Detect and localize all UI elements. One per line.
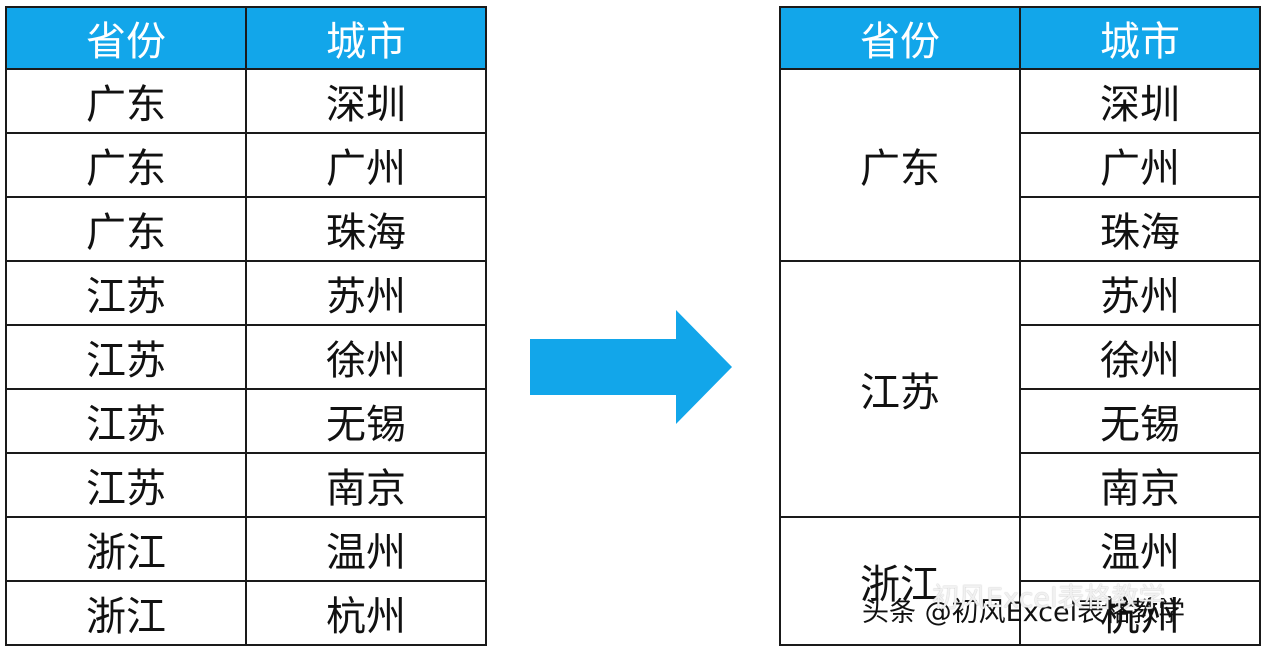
table-row: 南京 xyxy=(780,452,1261,518)
table-row: 浙江 温州 xyxy=(5,516,487,582)
header-province: 省份 xyxy=(779,6,1021,70)
city-cell: 温州 xyxy=(245,516,487,582)
city-cell: 广州 xyxy=(1019,132,1261,198)
city-cell: 苏州 xyxy=(1019,260,1261,326)
header-row: 省份 城市 xyxy=(5,6,487,70)
city-cell: 深圳 xyxy=(245,68,487,134)
merged-province-cell: 广东 xyxy=(779,68,1021,262)
table-row: 无锡 xyxy=(780,388,1261,454)
province-cell: 广东 xyxy=(5,68,247,134)
watermark: 初风Excel表格教学 头条 @初风Excel表格教学 xyxy=(862,583,1186,629)
table-row: 广东 珠海 xyxy=(5,196,487,262)
province-cell: 江苏 xyxy=(5,324,247,390)
table-row: 江苏 南京 xyxy=(5,452,487,518)
city-cell: 杭州 xyxy=(1019,580,1261,646)
table-row: 杭州 xyxy=(780,580,1261,646)
province-cell: 广东 xyxy=(5,196,247,262)
header-province: 省份 xyxy=(5,6,247,70)
merged-table: 省份 城市 广东 深圳 广州 珠海 江苏 苏州 徐州 无锡 南京 浙江 温州 xyxy=(779,6,1261,646)
watermark-ghost: 初风Excel表格教学 xyxy=(932,583,1166,614)
table-row: 江苏 苏州 xyxy=(5,260,487,326)
watermark-text: 头条 @初风Excel表格教学 xyxy=(862,597,1186,628)
province-cell: 江苏 xyxy=(5,452,247,518)
table-row: 珠海 xyxy=(780,196,1261,262)
city-cell: 深圳 xyxy=(1019,68,1261,134)
header-city: 城市 xyxy=(245,6,487,70)
table-row: 浙江 温州 xyxy=(779,516,1261,646)
right-arrow-icon xyxy=(530,310,732,424)
city-cell: 南京 xyxy=(245,452,487,518)
merged-province-cell: 江苏 xyxy=(779,260,1021,518)
province-cell: 江苏 xyxy=(5,260,247,326)
city-cell: 珠海 xyxy=(245,196,487,262)
merged-province-cell: 浙江 xyxy=(779,516,1021,646)
table-row: 江苏 无锡 xyxy=(5,388,487,454)
city-cell: 南京 xyxy=(1019,452,1261,518)
city-cell: 徐州 xyxy=(1019,324,1261,390)
table-row: 广东 深圳 xyxy=(779,68,1261,262)
header-row: 省份 城市 xyxy=(779,6,1261,70)
table-row: 广东 深圳 xyxy=(5,68,487,134)
province-cell: 广东 xyxy=(5,132,247,198)
city-cell: 珠海 xyxy=(1019,196,1261,262)
table-row: 徐州 xyxy=(780,324,1261,390)
header-city: 城市 xyxy=(1019,6,1261,70)
city-cell: 温州 xyxy=(1019,516,1261,582)
original-table: 省份 城市 广东 深圳 广东 广州 广东 珠海 江苏 苏州 江苏 徐州 江苏 无… xyxy=(5,6,487,646)
province-cell: 浙江 xyxy=(5,516,247,582)
city-cell: 无锡 xyxy=(1019,388,1261,454)
table-row: 江苏 苏州 xyxy=(779,260,1261,518)
city-cell: 杭州 xyxy=(245,580,487,646)
table-row: 广东 广州 xyxy=(5,132,487,198)
province-cell: 浙江 xyxy=(5,580,247,646)
city-cell: 广州 xyxy=(245,132,487,198)
city-cell: 无锡 xyxy=(245,388,487,454)
table-row: 浙江 杭州 xyxy=(5,580,487,646)
city-cell: 苏州 xyxy=(245,260,487,326)
table-row: 江苏 徐州 xyxy=(5,324,487,390)
province-cell: 江苏 xyxy=(5,388,247,454)
city-cell: 徐州 xyxy=(245,324,487,390)
table-row: 广州 xyxy=(780,132,1261,198)
